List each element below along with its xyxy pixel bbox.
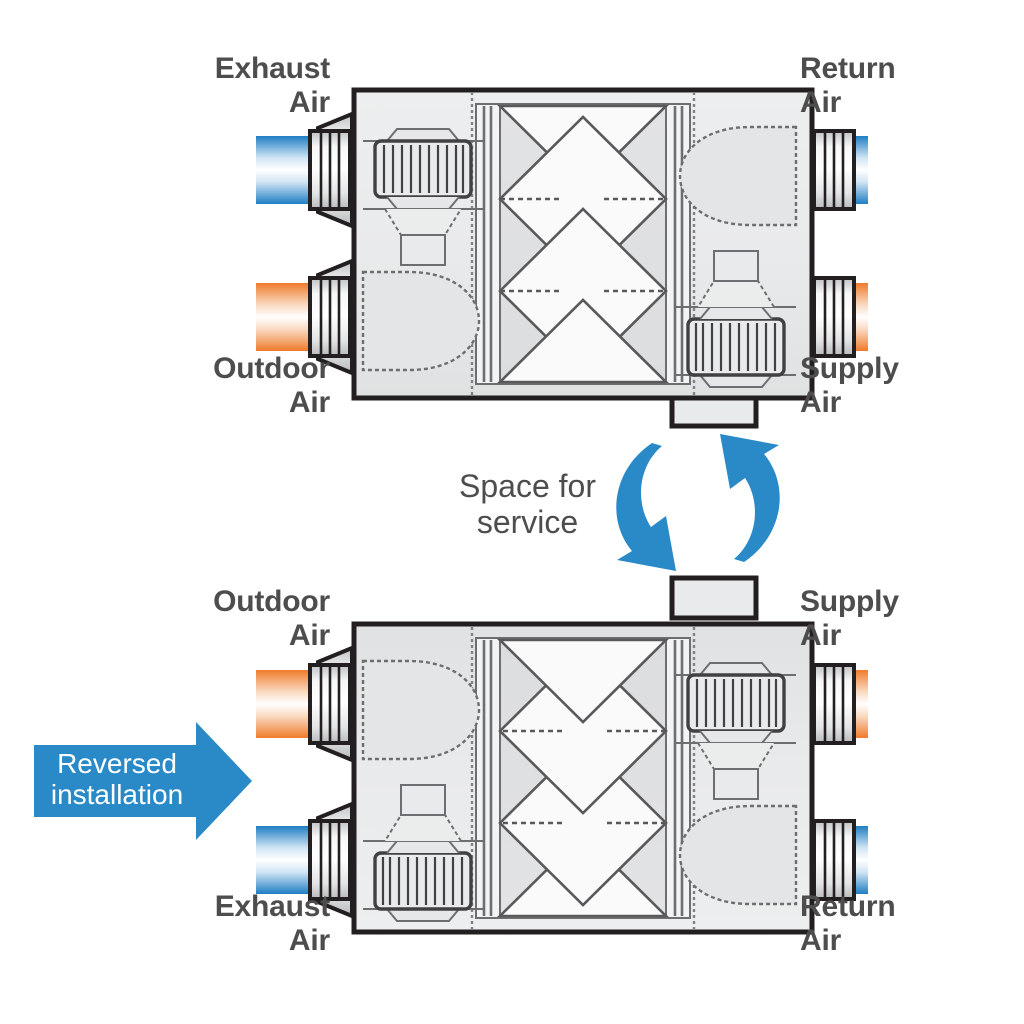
duct-outdoor-air-bottom — [256, 670, 318, 738]
duct-collar — [308, 129, 352, 211]
duct-collar — [308, 276, 352, 358]
duct-collar — [308, 663, 352, 745]
label-supply-air-bottom: Supply Air — [800, 585, 899, 652]
rotate-arrows-icon — [616, 434, 780, 571]
label-return-air-top: Return Air — [800, 52, 896, 119]
label-return-air-bottom: Return Air — [800, 890, 896, 957]
label-outdoor-air-top: Outdoor Air — [213, 352, 330, 419]
unit-standard — [256, 90, 868, 429]
duct-exhaust-air-top — [256, 136, 318, 204]
service-access-box — [669, 575, 759, 621]
label-exhaust-air-top: Exhaust Air — [214, 52, 331, 119]
label-exhaust-air-bottom: Exhaust Air — [214, 890, 331, 957]
label-outdoor-air-bottom: Outdoor Air — [213, 585, 330, 652]
reversed-installation-label: Reversed installation — [50, 748, 184, 811]
duct-exhaust-air-bottom — [256, 826, 318, 894]
label-supply-air-top: Supply Air — [800, 352, 899, 419]
right-arrow-banner-icon — [34, 722, 252, 840]
duct-outdoor-air-top — [256, 283, 318, 351]
space-for-service-label: Space for service — [459, 468, 596, 541]
duct-collar — [308, 819, 352, 901]
unit-reversed — [256, 575, 868, 932]
